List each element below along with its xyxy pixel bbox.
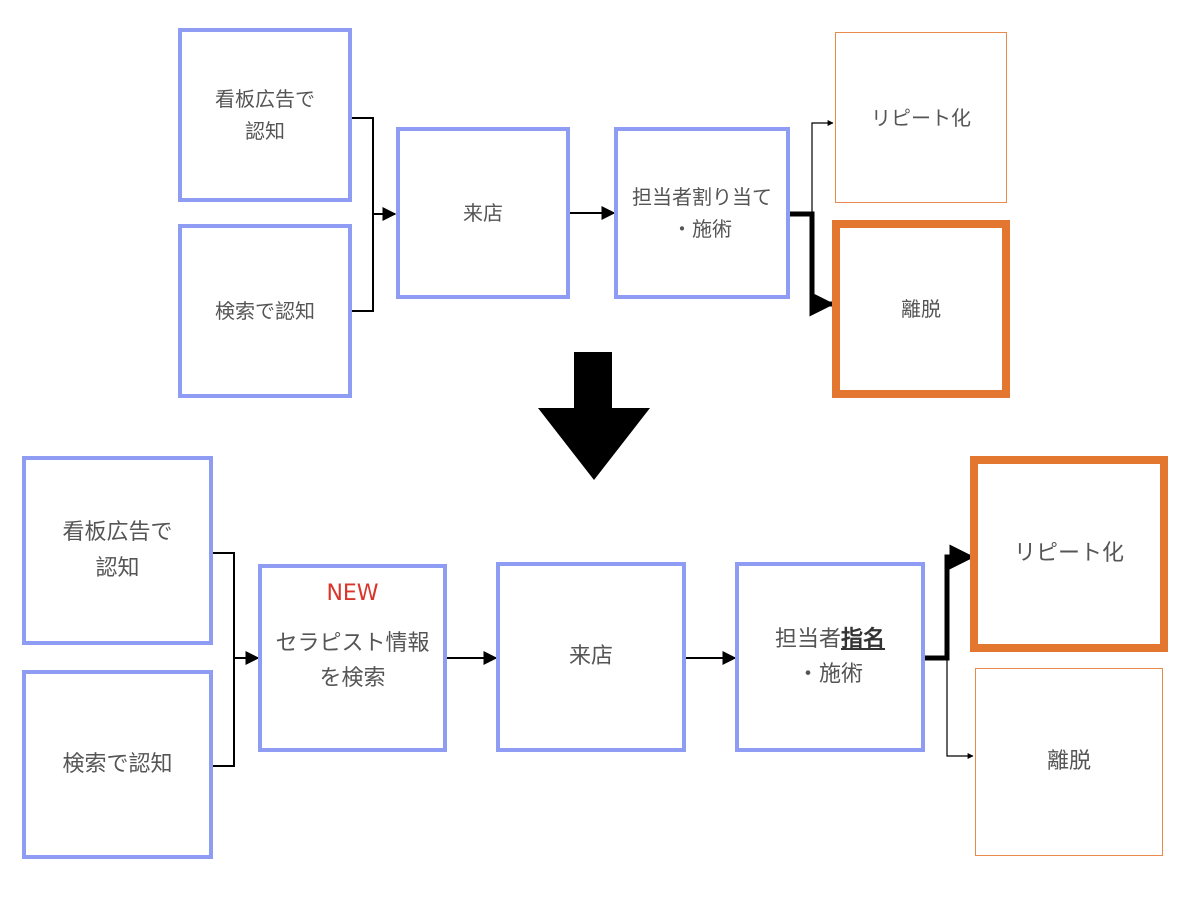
bottom-repeat-label: リピート化 <box>1013 541 1124 567</box>
transition-down-arrow <box>538 352 650 480</box>
top-repeat-box: リピート化 <box>835 32 1007 203</box>
bottom-merge-connector <box>211 552 235 767</box>
bottom-therapist-line2: を検索 <box>319 666 386 691</box>
top-assign-line1: 担当者割り当て <box>632 185 772 209</box>
bottom-therapist-search-box: NEW セラピスト情報 を検索 <box>258 564 447 752</box>
bottom-therapist-line1: セラピスト情報 <box>275 630 430 656</box>
bottom-churn-box: 離脱 <box>975 668 1163 856</box>
bottom-visit-label: 来店 <box>568 644 613 670</box>
top-search-awareness-box: 検索で認知 <box>178 224 352 398</box>
top-visit-box: 来店 <box>396 127 570 299</box>
bottom-churn-label: 離脱 <box>1046 749 1091 775</box>
bottom-billboard-line1: 看板広告で <box>62 520 173 546</box>
top-repeat-label: リピート化 <box>871 105 971 130</box>
bottom-billboard-awareness-box: 看板広告で 認知 <box>22 456 213 645</box>
bottom-assign-prefix: 担当者 <box>774 626 841 652</box>
top-assign-box: 担当者割り当て ・施術 <box>614 127 790 299</box>
bottom-arrow-to-churn <box>923 657 974 759</box>
bottom-search-label: 検索で認知 <box>62 751 173 777</box>
top-assign-line2: ・施術 <box>672 217 732 241</box>
top-arrow-to-repeat <box>790 120 834 215</box>
top-billboard-line2: 認知 <box>245 119 285 143</box>
top-churn-box: 離脱 <box>832 220 1010 398</box>
bottom-assign-highlight: 指名 <box>841 626 886 652</box>
top-arrow-to-churn <box>790 211 835 317</box>
bottom-search-awareness-box: 検索で認知 <box>22 670 213 859</box>
top-visit-label: 来店 <box>463 201 503 225</box>
bottom-arrow-to-repeat <box>923 544 975 661</box>
top-billboard-line1: 看板広告で <box>215 87 315 111</box>
bottom-billboard-line2: 認知 <box>95 555 140 581</box>
bottom-visit-box: 来店 <box>496 562 686 752</box>
bottom-assign-suffix: ・施術 <box>796 662 863 687</box>
bottom-repeat-box: リピート化 <box>970 456 1168 652</box>
bottom-assign-box: 担当者指名 ・施術 <box>735 562 925 752</box>
new-badge: NEW <box>326 581 379 606</box>
top-churn-label: 離脱 <box>901 297 941 321</box>
top-merge-connector <box>351 117 374 312</box>
top-search-label: 検索で認知 <box>215 299 315 323</box>
top-billboard-awareness-box: 看板広告で 認知 <box>178 28 352 202</box>
